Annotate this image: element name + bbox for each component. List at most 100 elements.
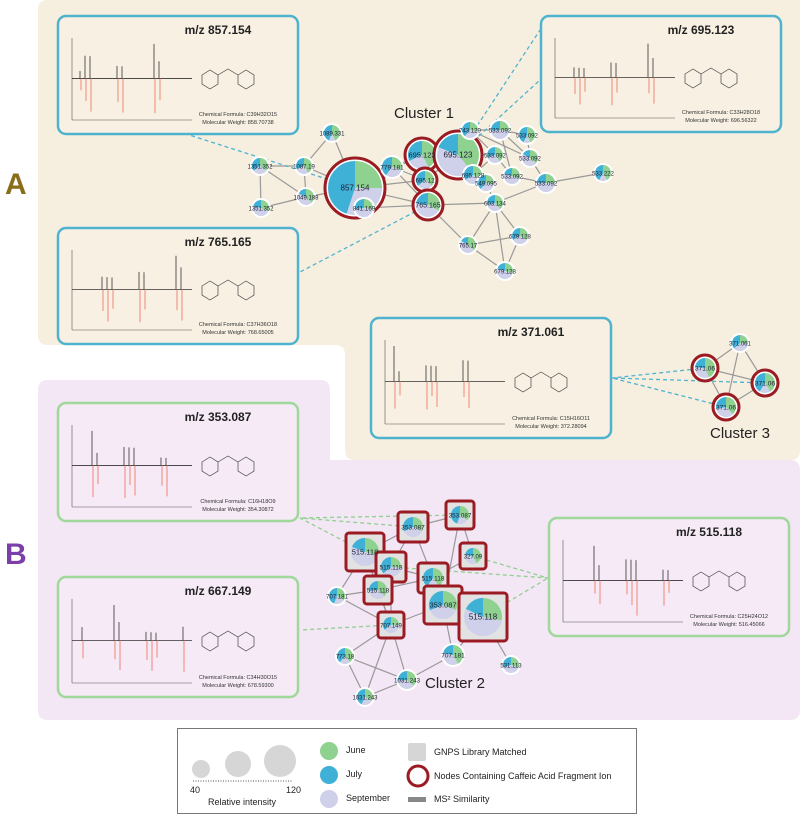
july-slice <box>491 121 500 131</box>
node-label: 533.092 <box>519 157 541 163</box>
spectrum-mz-title: m/z 857.154 <box>185 23 252 37</box>
september-slice <box>361 697 373 705</box>
july-slice <box>357 689 365 705</box>
september-slice <box>253 166 267 174</box>
similarity-edge <box>344 655 408 681</box>
network-node <box>517 125 537 145</box>
june-slice <box>527 127 535 143</box>
node-label: 1031.243 <box>352 696 378 702</box>
network-node <box>535 172 557 194</box>
network-node <box>335 646 355 666</box>
spectrum-panel-frame <box>56 14 300 136</box>
september-slice <box>443 653 458 665</box>
size-min-label: 40 <box>190 785 201 795</box>
september-slice <box>759 383 771 394</box>
node-label: 515.118 <box>469 613 498 622</box>
node-label: 1351.352 <box>248 207 274 213</box>
node-label: 695.123 <box>444 151 473 160</box>
node-label: 353.087 <box>401 525 425 532</box>
network-node <box>362 574 394 606</box>
june-slice <box>261 200 270 212</box>
july-slice <box>296 158 304 169</box>
gnps-label: GNPS Library Matched <box>434 747 527 757</box>
node-label: 515.118 <box>352 548 379 557</box>
september-slice <box>386 167 402 177</box>
node-label: 773.18 <box>336 655 355 661</box>
node-label: 533.092 <box>501 175 523 181</box>
spectrum-link-arrow <box>299 517 414 528</box>
july-slice <box>380 557 391 574</box>
node-label: 765.17 <box>459 244 478 250</box>
july-slice <box>595 165 603 181</box>
july-slice <box>443 645 453 655</box>
june-slice <box>765 373 776 392</box>
july-slice <box>298 188 306 197</box>
molecular-weight: Molecular Weight: 516.45066 <box>693 622 764 628</box>
september-slice <box>416 203 439 218</box>
network-node <box>457 591 509 643</box>
june-slice <box>512 168 521 179</box>
july-slice <box>461 237 468 245</box>
network-node <box>444 499 476 531</box>
june-slice <box>495 147 503 162</box>
july-slice <box>464 166 473 180</box>
network-node <box>422 584 464 626</box>
september-slice <box>398 680 414 690</box>
july-slice <box>497 263 505 271</box>
network-node <box>711 392 741 422</box>
panel-label-b: B <box>5 538 27 571</box>
molecular-weight: Molecular Weight: 372.28094 <box>515 424 586 430</box>
september-slice <box>504 174 520 185</box>
molecular-weight: Molecular Weight: 354.30872 <box>202 507 273 513</box>
july-slice <box>253 200 261 208</box>
network-node <box>460 120 480 140</box>
spectrum-link-arrow <box>299 204 429 273</box>
june-slice <box>345 648 353 663</box>
july-slice <box>354 199 364 210</box>
july-slice <box>465 598 483 617</box>
june-slice <box>306 189 314 203</box>
july-slice <box>323 125 332 141</box>
node-label: 679.128 <box>509 235 531 241</box>
july-swatch <box>320 766 338 784</box>
node-label: 371.06 <box>716 405 736 412</box>
network-node <box>458 541 488 571</box>
network-node <box>476 173 496 193</box>
september-slice <box>503 665 519 673</box>
july-slice <box>462 122 470 137</box>
july-slice <box>382 617 391 630</box>
node-label: 1087.19 <box>293 165 315 171</box>
june-slice <box>391 557 401 568</box>
july-slice <box>438 134 458 155</box>
september-slice <box>487 203 501 211</box>
spectrum-panel-frame <box>56 226 300 346</box>
september-slice <box>523 135 531 143</box>
july-slice <box>512 228 520 240</box>
july-slice <box>369 581 378 592</box>
node-label: 353.087 <box>449 513 472 520</box>
chemical-formula: Chemical Formula: C33H28O18 <box>682 110 760 116</box>
july-slice <box>337 648 345 663</box>
node-label: 779.181 <box>380 165 404 172</box>
september-slice <box>298 193 312 206</box>
june-slice <box>483 598 502 621</box>
september-slice <box>464 130 478 138</box>
node-label: 371.06 <box>695 366 715 373</box>
network-node <box>690 353 720 383</box>
june-slice <box>378 581 388 597</box>
september-slice <box>409 155 429 169</box>
spectrum-mz-title: m/z 695.123 <box>668 23 735 37</box>
spectrum-mz-title: m/z 667.149 <box>185 584 252 598</box>
node-label: 707.149 <box>380 624 402 630</box>
july-slice <box>450 506 460 524</box>
spectrum-panel-frame <box>56 575 300 699</box>
node-label: 743.129 <box>459 129 481 135</box>
september-slice <box>296 166 309 174</box>
june-slice <box>337 588 346 601</box>
september-slice <box>487 155 500 163</box>
network-node <box>441 643 465 667</box>
september-slice <box>369 590 385 599</box>
